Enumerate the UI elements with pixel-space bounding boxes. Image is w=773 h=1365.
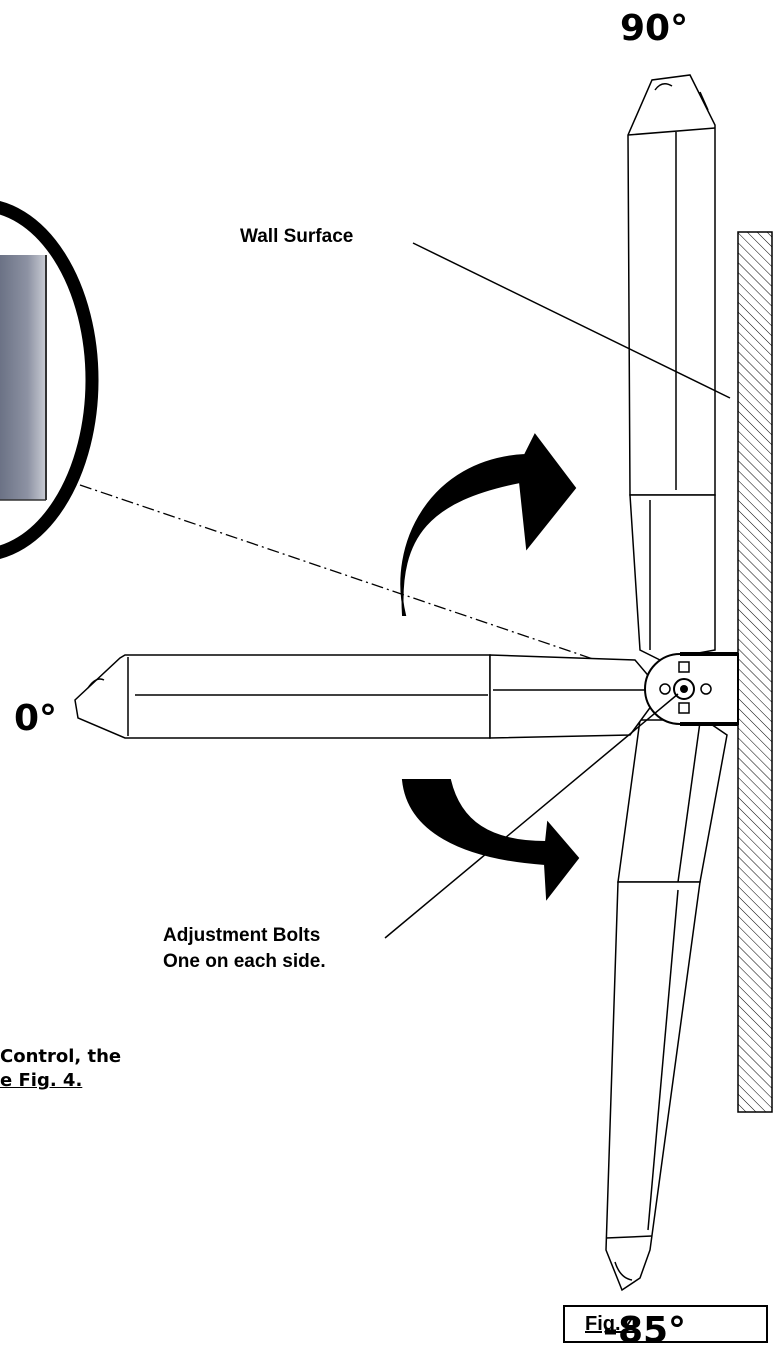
angle-label-0: 0° — [14, 698, 58, 739]
wall-surface-label: Wall Surface — [240, 226, 354, 247]
figure-label: Fig. 4 — [585, 1313, 638, 1335]
heater-position-minus-85 — [605, 719, 728, 1292]
heater-position-0 — [74, 654, 653, 739]
rotate-down-arrow — [401, 779, 580, 901]
detail-magnifier — [0, 201, 656, 681]
wall-surface-leader — [412, 242, 731, 399]
mounting-bracket — [644, 652, 739, 726]
wall-surface — [737, 231, 773, 1113]
body-text-line-1: Control, the — [0, 1046, 122, 1067]
figure-label-box: Fig. 4 — [563, 1305, 768, 1343]
adjustment-bolts-sublabel: One on each side. — [163, 951, 326, 972]
rotate-up-arrow — [400, 433, 577, 616]
body-text-line-2: e Fig. 4. — [0, 1070, 83, 1091]
angle-label-minus-85: -85° — [603, 1310, 687, 1351]
angle-label-90: 90° — [620, 8, 689, 49]
heater-position-90 — [627, 74, 716, 661]
adjustment-bolts-leader — [384, 693, 679, 939]
adjustment-bolts-label: Adjustment Bolts — [163, 925, 321, 946]
